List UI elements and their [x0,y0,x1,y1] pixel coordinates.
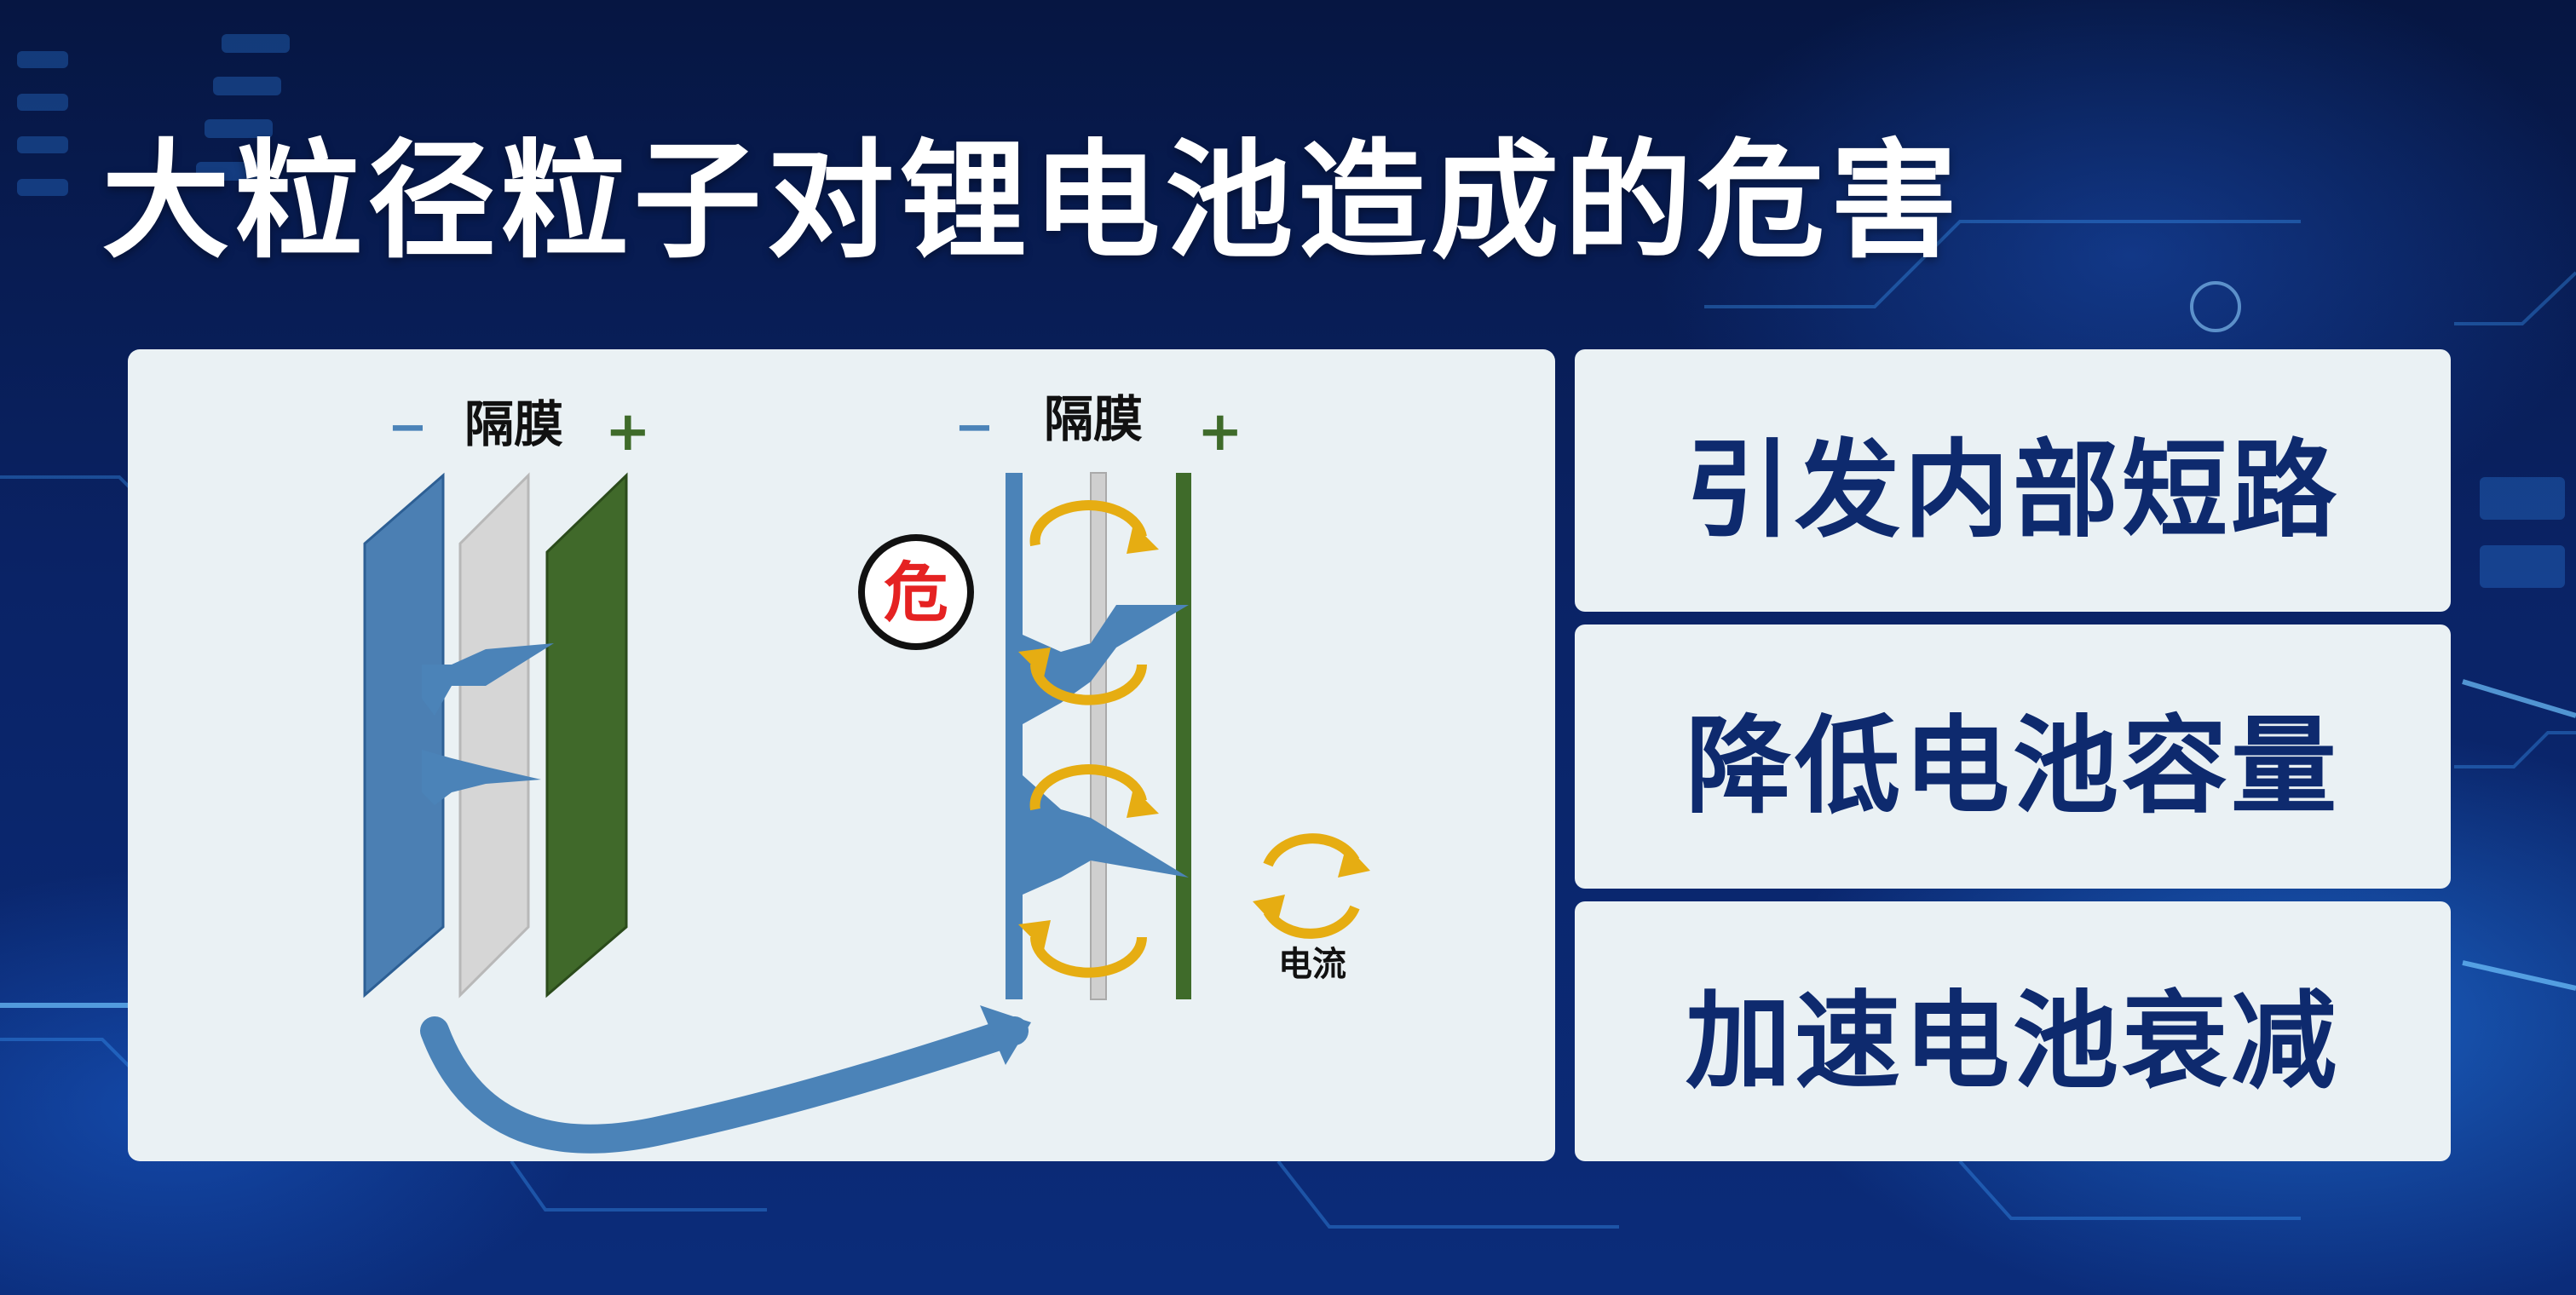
current-legend-label: 电流 [1278,945,1346,984]
effect-label: 引发内部短路 [1685,429,2340,552]
right-separator-label: 隔膜 [1044,390,1143,448]
right-current-arrows [1029,500,1147,978]
right-positive-sign: + [1197,400,1243,463]
effect-internal-short-circuit: 引发内部短路 [1575,349,2451,612]
left-negative-sign: − [388,400,428,455]
right-negative-plate [1006,473,1023,999]
left-separator-plate [458,472,530,999]
battery-diagram-panel: − 隔膜 + − 隔膜 + 危 [128,349,1555,1161]
transition-arrow [420,1016,1029,1154]
right-particle-2 [1023,775,1189,895]
left-negative-plate [363,472,445,999]
left-particle-1 [422,643,554,716]
page-title: 大粒径粒子对锂电池造成的危害 [101,128,1963,276]
left-particle-2 [422,750,541,805]
left-cell: − 隔膜 + [363,395,651,999]
danger-badge: 危 [858,534,974,650]
right-positive-plate [1176,473,1191,999]
left-positive-plate [545,472,628,999]
right-current-arrowheads [1018,524,1159,950]
danger-badge-text: 危 [884,555,948,630]
transition-arrow-head [980,1005,1031,1065]
effect-label: 加速电池衰减 [1685,980,2340,1103]
effect-label: 降低电池容量 [1685,705,2340,828]
effect-capacity-reduction: 降低电池容量 [1575,624,2451,889]
right-cell: − 隔膜 + 危 [858,390,1243,1000]
right-negative-sign: − [954,400,994,455]
battery-diagram: − 隔膜 + − 隔膜 + 危 [363,390,1370,1154]
left-separator-label: 隔膜 [464,395,563,453]
left-positive-sign: + [605,400,651,463]
right-separator-plate [1090,472,1107,1000]
effect-accelerated-degradation: 加速电池衰减 [1575,901,2451,1161]
current-legend: 电流 [1253,833,1370,984]
